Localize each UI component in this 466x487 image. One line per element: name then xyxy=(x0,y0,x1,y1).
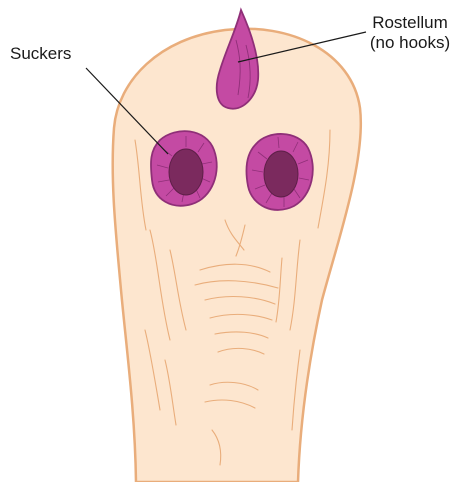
suckers-label: Suckers xyxy=(10,44,71,64)
rostellum-label-line1: Rostellum xyxy=(360,13,460,33)
rostellum xyxy=(217,10,259,109)
right-sucker-cavity xyxy=(264,151,298,197)
left-sucker-cavity xyxy=(169,149,203,195)
rostellum-label: Rostellum (no hooks) xyxy=(360,13,460,53)
left-sucker xyxy=(151,131,217,206)
right-sucker xyxy=(247,134,313,210)
rostellum-label-line2: (no hooks) xyxy=(360,33,460,53)
